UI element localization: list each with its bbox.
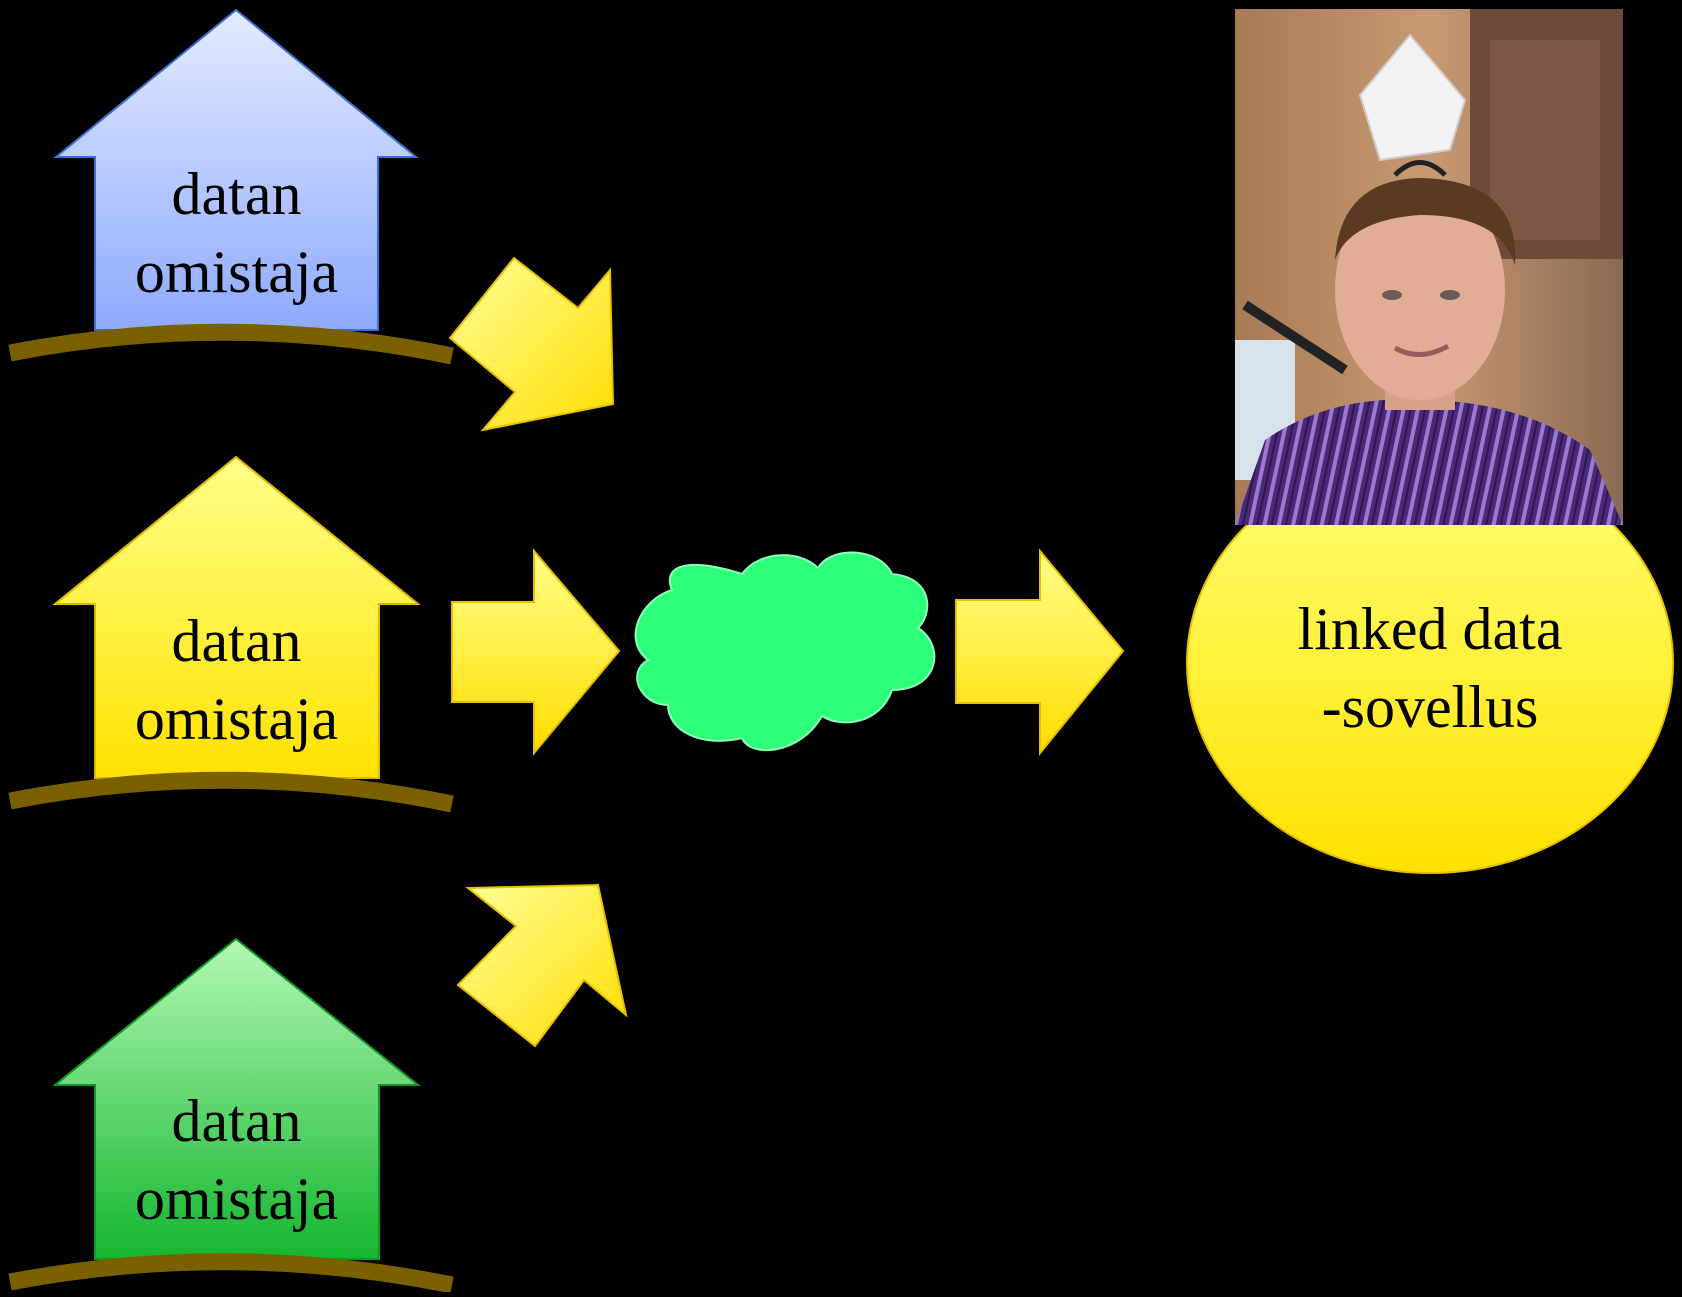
house-green-label: datan omistaja [95, 1082, 378, 1238]
arrow-right-middle [451, 548, 621, 756]
ground-line-3 [8, 1253, 454, 1294]
ground-line-2 [8, 771, 454, 813]
house-yellow-label: datan omistaja [95, 602, 378, 758]
house-yellow-label-line1: datan [171, 608, 302, 674]
application-label-line2: -sovellus [1321, 674, 1539, 740]
house-blue-label-line2: omistaja [134, 239, 339, 305]
application-label-line1: linked data [1297, 596, 1563, 662]
house-yellow-label-line2: omistaja [134, 686, 339, 752]
house-green-label-line1: datan [171, 1088, 302, 1154]
ground-line-1 [8, 323, 454, 365]
house-blue-label: datan omistaja [95, 155, 378, 311]
cloud [634, 551, 936, 752]
house-green-label-line2: omistaja [134, 1166, 339, 1232]
application-label: linked data -sovellus [1230, 590, 1630, 746]
house-blue-label-line1: datan [171, 161, 302, 227]
person-photo [1235, 9, 1623, 525]
arrow-up-right [456, 883, 628, 1048]
arrow-right-to-app [955, 548, 1125, 756]
arrow-down-right [448, 256, 615, 432]
